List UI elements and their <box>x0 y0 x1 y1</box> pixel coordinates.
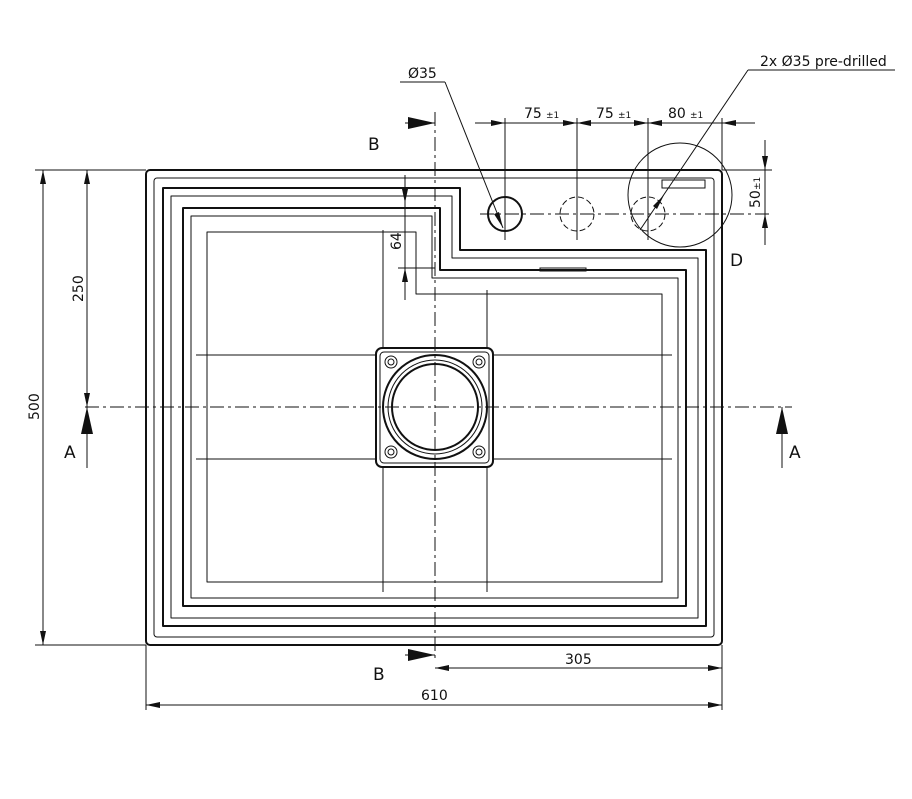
svg-text:75: 75 <box>596 106 614 122</box>
svg-text:2x Ø35 pre-drilled: 2x Ø35 pre-drilled <box>760 54 887 70</box>
drain-screws <box>384 355 486 459</box>
bowl-contour <box>170 195 699 619</box>
step-depth-dimension: 64 <box>389 175 435 300</box>
section-b-markers: B B <box>368 117 435 685</box>
svg-text:250: 250 <box>71 275 87 302</box>
bowl-contours <box>162 187 707 627</box>
svg-text:305: 305 <box>565 652 592 668</box>
bowl-contour <box>206 231 663 583</box>
tap-holes <box>480 118 770 240</box>
predrilled-leader: 2x Ø35 pre-drilled <box>639 54 895 231</box>
bowl-contour <box>182 207 687 607</box>
hole-from-edge-dimension: 50 ±1 <box>722 140 772 245</box>
label-plate <box>661 179 706 189</box>
section-a-markers: A A <box>64 407 801 468</box>
hole-diameter-leader: Ø35 <box>400 66 504 229</box>
svg-text:B: B <box>373 665 385 685</box>
svg-text:500: 500 <box>27 393 43 420</box>
svg-text:±1: ±1 <box>618 111 631 121</box>
depth-dimensions: 500 250 <box>27 169 146 646</box>
svg-text:75: 75 <box>524 106 542 122</box>
svg-text:B: B <box>368 135 380 155</box>
width-dimensions: 305 610 <box>145 645 723 710</box>
detail-d-circle <box>627 142 733 248</box>
svg-text:±1: ±1 <box>690 111 703 121</box>
svg-text:64: 64 <box>389 232 405 250</box>
overflow-slot <box>539 267 587 272</box>
bowl-contour <box>162 187 707 627</box>
bowl-contour <box>190 215 679 599</box>
hole-spacing-dimension: 75 ±1 75 ±1 80 ±1 <box>475 106 755 170</box>
detail-d-label: D <box>730 251 743 271</box>
svg-text:610: 610 <box>421 688 448 704</box>
svg-text:50: 50 <box>748 190 764 208</box>
svg-text:Ø35: Ø35 <box>408 66 437 82</box>
svg-text:80: 80 <box>668 106 686 122</box>
svg-text:±1: ±1 <box>753 177 763 190</box>
svg-text:±1: ±1 <box>546 111 559 121</box>
svg-text:A: A <box>789 443 801 463</box>
svg-text:A: A <box>64 443 76 463</box>
